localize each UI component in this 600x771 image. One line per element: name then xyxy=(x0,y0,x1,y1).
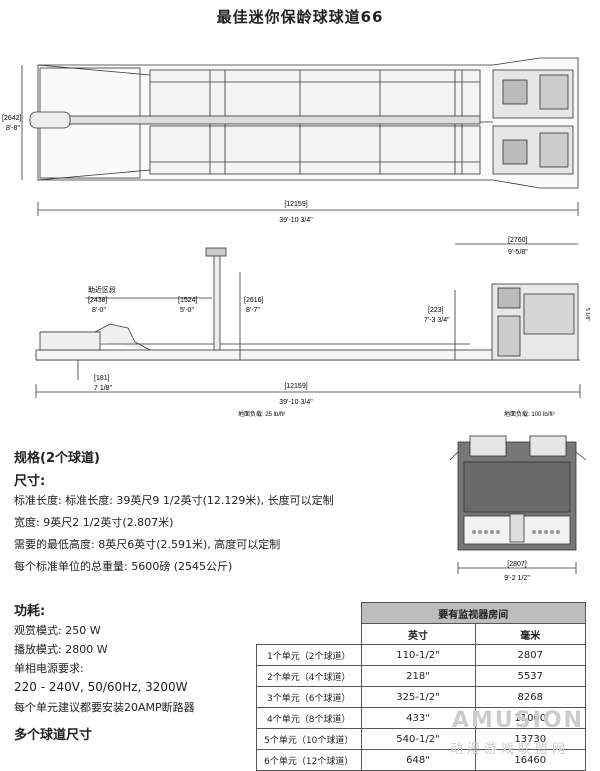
spec-line: 标准长度: 标准长度: 39英尺9 1/2英寸(12.129米), 长度可以定制 xyxy=(14,494,334,507)
row-label: 6个单元（12个球道） xyxy=(256,749,362,771)
top-length-mm: [12159] xyxy=(284,201,307,208)
side-length-mm: [12159] xyxy=(284,383,307,390)
d181-ft: 7 1/8" xyxy=(94,385,113,392)
front-width-ft: 9'-2 1/2" xyxy=(504,575,530,582)
power-line: 播放模式: 2800 W xyxy=(14,643,108,656)
side-view-drawing: 助近区段 [2438] 8'-0" [1524] 5'-0" [2616] 8'… xyxy=(35,237,590,418)
top-length-ft: 39'-10 3/4" xyxy=(279,217,313,224)
d223-mm: [223] xyxy=(428,307,444,314)
load-right: 地面负载: 100 lb/ft² xyxy=(504,410,555,418)
d1524-ft: 5'-0" xyxy=(180,307,194,314)
table-row: 3个单元（6个球道） 325-1/2" 8268 xyxy=(256,686,586,708)
d181-mm: [181] xyxy=(94,375,110,382)
power-heading: 功耗: xyxy=(14,604,46,619)
spec-line: 每个标准单位的总重量: 5600磅 (2545公斤) xyxy=(14,560,233,573)
row-mm: 5537 xyxy=(474,665,586,687)
table-title: 要有监视器房间 xyxy=(360,602,586,624)
approach-ft: 8'-0" xyxy=(92,307,106,314)
row-inch: 110-1/2" xyxy=(360,644,476,666)
multi-lane-heading: 多个球道尺寸 xyxy=(14,728,93,743)
d2616-mm: [2616] xyxy=(244,297,264,304)
row-label: 4个单元（8个球道） xyxy=(256,707,362,729)
side-length-ft: 39'-10 3/4" xyxy=(279,399,313,406)
row-label: 5个单元（10个球道） xyxy=(256,728,362,750)
row-label: 3个单元（6个球道） xyxy=(256,686,362,708)
row-inch: 218" xyxy=(360,665,476,687)
load-left: 地面负载: 25 lb/ft² xyxy=(238,410,285,418)
table-row: 5个单元（10个球道） 540-1/2" 13730 xyxy=(256,728,586,750)
table-row: 4个单元（8个球道） 433" 11000 xyxy=(256,707,586,729)
d223-ft: 7'-3 3/4" xyxy=(424,317,450,324)
top-width-mm: [2642] xyxy=(2,115,22,122)
row-inch: 325-1/2" xyxy=(360,686,476,708)
top-view-drawing: [2642] 8'-8" [12159] 39'-10 3/4" xyxy=(2,57,579,224)
row-label: 1个单元（2个球道） xyxy=(256,644,362,666)
front-width-mm: [2807] xyxy=(507,561,527,568)
watermark-sub: 动漫游戏联盟网 xyxy=(450,742,570,757)
top-width-ft: 8'-8" xyxy=(6,125,20,132)
d2760-ft: 9'-5/8" xyxy=(508,249,528,256)
d1524-mm: [1524] xyxy=(178,297,198,304)
row-mm: 8268 xyxy=(474,686,586,708)
power-line: 单相电源要求: xyxy=(14,662,84,675)
power-line: 220 - 240V, 50/60Hz, 3200W xyxy=(14,680,188,694)
approach-label: 助近区段 xyxy=(88,285,116,294)
col-inch-header: 英寸 xyxy=(360,623,476,645)
table-row: 2个单元（4个球道） 218" 5537 xyxy=(256,665,586,687)
spec-line: 宽度: 9英尺2 1/2英寸(2.807米) xyxy=(14,516,174,529)
table-row: 6个单元（12个球道） 648" 16460 xyxy=(256,749,586,771)
spec-line: 需要的最低高度: 8英尺6英寸(2.591米), 高度可以定制 xyxy=(14,538,281,551)
approach-mm: [2438] xyxy=(88,297,108,304)
power-line: 每个单元建议都要安装20AMP断路器 xyxy=(14,701,195,714)
table-row: 1个单元（2个球道） 110-1/2" 2807 xyxy=(256,644,586,666)
size-heading: 尺寸: xyxy=(14,474,46,489)
d2616-ft: 8'-7" xyxy=(246,307,260,314)
row-mm: 2807 xyxy=(474,644,586,666)
page-title: 最佳迷你保龄球球道66 xyxy=(216,8,384,26)
specs-heading: 规格(2个球道) xyxy=(14,451,100,466)
row-label: 2个单元（4个球道） xyxy=(256,665,362,687)
watermark-brand: AMUSION xyxy=(452,708,584,733)
col-mm-header: 毫米 xyxy=(474,623,586,645)
d2760-mm: [2760] xyxy=(508,237,528,244)
power-line: 观赏模式: 250 W xyxy=(14,624,101,637)
monitor-room-table: 要有监视器房间 英寸 毫米 1个单元（2个球道） 110-1/2" 2807 2… xyxy=(256,602,586,771)
front-view-drawing: [2807] 9'-2 1/2" xyxy=(449,435,587,582)
side-mark: 5 1/8" xyxy=(584,308,590,321)
